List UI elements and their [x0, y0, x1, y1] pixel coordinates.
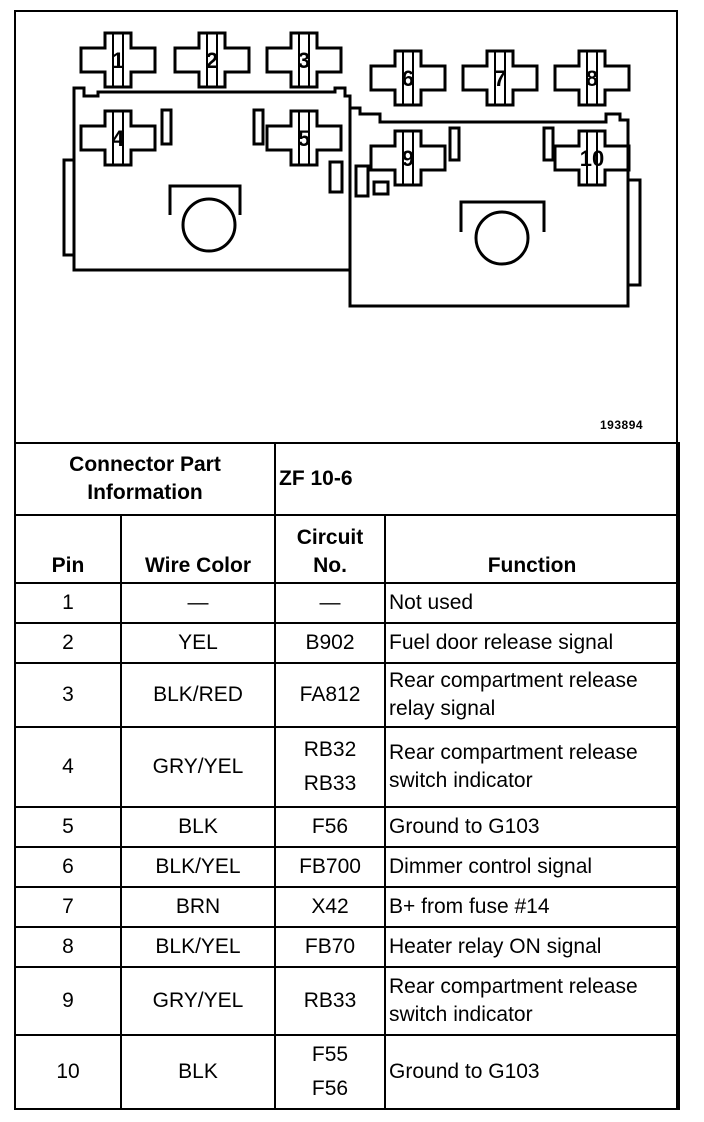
- boss-left: [181, 197, 237, 253]
- circuit-number: RB33: [303, 772, 357, 795]
- table-row: 1——Not used: [14, 582, 681, 624]
- pin-cell: 10: [14, 1034, 122, 1110]
- circuit-number: FB70: [304, 935, 356, 958]
- cavity-2: [173, 31, 251, 89]
- wire-color-cell: YEL: [119, 622, 277, 664]
- cavity-number-5: 5: [298, 126, 310, 151]
- cavity-10: [553, 129, 631, 187]
- function-cell: Heater relay ON signal: [384, 926, 681, 968]
- function-cell: Rear compartment release switch indicato…: [384, 966, 681, 1036]
- pin-cell: 5: [14, 806, 122, 848]
- circuit-cell: F56: [274, 806, 387, 848]
- circuit-number: F56: [311, 815, 349, 838]
- header-function: Function: [384, 514, 681, 584]
- function-cell: B+ from fuse #14: [384, 886, 681, 928]
- wire-color-cell: BLK/YEL: [119, 926, 277, 968]
- cavity-number-1: 1: [112, 48, 124, 73]
- wire-color-cell: GRY/YEL: [119, 726, 277, 808]
- cavity-9: [369, 129, 447, 187]
- header-wire-color: Wire Color: [119, 514, 277, 584]
- cavity-number-2: 2: [206, 48, 218, 73]
- pin-cell: 4: [14, 726, 122, 808]
- pin-cell: 3: [14, 662, 122, 728]
- function-cell: Ground to G103: [384, 806, 681, 848]
- pin-cell: 9: [14, 966, 122, 1036]
- circuit-number: B902: [305, 631, 355, 654]
- function-cell: Rear compartment release relay signal: [384, 662, 681, 728]
- function-cell: Not used: [384, 582, 681, 624]
- circuit-cell: FA812: [274, 662, 387, 728]
- pin-cell: 6: [14, 846, 122, 888]
- circuit-number: F56: [311, 1077, 349, 1100]
- cavity-8: [553, 49, 631, 107]
- wire-color-cell: GRY/YEL: [119, 966, 277, 1036]
- circuit-number: RB32: [303, 738, 357, 761]
- circuit-cell: X42: [274, 886, 387, 928]
- cavity-7: [461, 49, 539, 107]
- cavity-number-9: 9: [402, 146, 414, 171]
- function-cell: Rear compartment release switch indicato…: [384, 726, 681, 808]
- pin-cell: 1: [14, 582, 122, 624]
- cavity-4: [79, 109, 157, 167]
- boss-right: [474, 210, 530, 266]
- circuit-cell: RB33: [274, 966, 387, 1036]
- wire-color-cell: BRN: [119, 886, 277, 928]
- cavity-3: [265, 31, 343, 89]
- circuit-cell: B902: [274, 622, 387, 664]
- wire-color-cell: BLK/RED: [119, 662, 277, 728]
- circuit-number: FA812: [299, 683, 361, 706]
- circuit-cell: FB700: [274, 846, 387, 888]
- pinout-table: Connector Part Information ZF 10-6 Pin W…: [13, 442, 681, 1110]
- connector-diagram: 1 2 3 4 5 6 7 8 9 10: [62, 31, 642, 308]
- wire-color-cell: BLK: [119, 1034, 277, 1110]
- cavity-number-7: 7: [494, 66, 506, 91]
- cavity-1: [79, 31, 157, 89]
- cavity-number-8: 8: [586, 66, 598, 91]
- pin-cell: 2: [14, 622, 122, 664]
- wire-color-cell: —: [119, 582, 277, 624]
- circuit-number: —: [319, 591, 341, 614]
- circuit-number: FB700: [299, 855, 361, 878]
- header-pin: Pin: [14, 514, 122, 584]
- cavity-number-4: 4: [112, 126, 125, 151]
- connector-part-label: Connector Part Information: [13, 442, 277, 516]
- pin-cell: 7: [14, 886, 122, 928]
- circuit-number: RB33: [303, 989, 357, 1012]
- circuit-cell: —: [274, 582, 387, 624]
- cavity-number-10: 10: [580, 146, 604, 171]
- function-cell: Fuel door release signal: [384, 622, 681, 664]
- cavity-number-6: 6: [402, 66, 414, 91]
- function-cell: Ground to G103: [384, 1034, 681, 1110]
- pin-cell: 8: [14, 926, 122, 968]
- circuit-number: X42: [311, 895, 349, 918]
- circuit-cell: FB70: [274, 926, 387, 968]
- cavity-6: [369, 49, 447, 107]
- function-cell: Dimmer control signal: [384, 846, 681, 888]
- header-circuit: Circuit No.: [274, 514, 387, 584]
- wire-color-cell: BLK/YEL: [119, 846, 277, 888]
- connector-part-value: ZF 10-6: [274, 442, 681, 516]
- figure-id: 193894: [600, 418, 644, 432]
- wire-color-cell: BLK: [119, 806, 277, 848]
- cavity-5: [265, 109, 343, 167]
- cavity-number-3: 3: [298, 48, 310, 73]
- circuit-number: F55: [311, 1043, 349, 1066]
